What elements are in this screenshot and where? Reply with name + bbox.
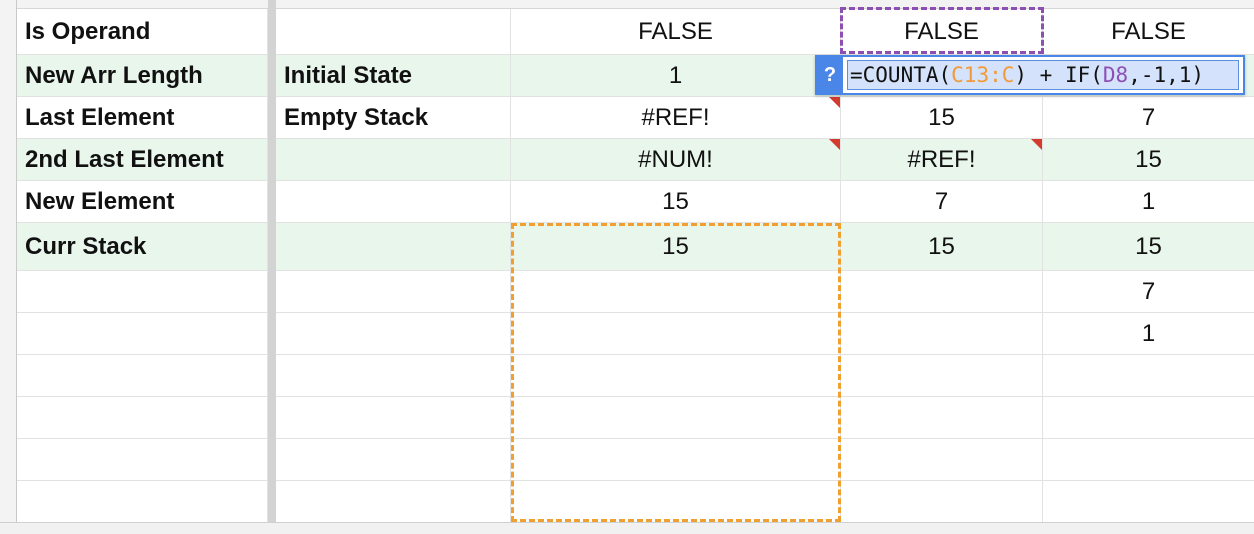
row-empty [17, 439, 1254, 481]
error-indicator[interactable] [1031, 139, 1042, 150]
error-indicator[interactable] [829, 97, 840, 108]
cell-c-row7[interactable] [511, 271, 841, 312]
cell-d-row8[interactable] [841, 313, 1043, 354]
cell-d-2nd-last-element[interactable]: #REF! [841, 139, 1043, 180]
row-2nd-last-element: 2nd Last Element #NUM! #REF! 15 [17, 139, 1254, 181]
in-cell-formula-editor[interactable]: ? =COUNTA(C13:C) + IF(D8,-1,1) [815, 55, 1245, 95]
cell-b-new-arr-length[interactable]: Initial State [276, 55, 511, 96]
cell-d-last-element[interactable]: 15 [841, 97, 1043, 138]
cell-b-2nd-last-element[interactable] [276, 139, 511, 180]
empty-cell[interactable] [841, 481, 1043, 522]
cell-b-last-element[interactable]: Empty Stack [276, 97, 511, 138]
cell-c-new-element[interactable]: 15 [511, 181, 841, 222]
formula-prefix: =COUNTA( [850, 63, 952, 87]
cell-d-2nd-last-element-value: #REF! [907, 145, 976, 173]
cell-b-is-operand[interactable] [276, 9, 511, 54]
empty-cell[interactable] [276, 397, 511, 438]
horizontal-scrollbar[interactable] [0, 522, 1254, 534]
empty-cell[interactable] [1043, 355, 1254, 396]
cell-label-new-arr-length[interactable]: New Arr Length [17, 55, 268, 96]
row-stack-7: 7 [17, 271, 1254, 313]
empty-cell[interactable] [17, 439, 268, 480]
empty-cell[interactable] [17, 397, 268, 438]
cell-c-last-element-value: #REF! [641, 103, 710, 131]
formula-input[interactable]: =COUNTA(C13:C) + IF(D8,-1,1) [847, 60, 1239, 90]
empty-cell[interactable] [1043, 439, 1254, 480]
cell-e-last-element[interactable]: 7 [1141, 103, 1156, 131]
cell-a-row8[interactable] [17, 313, 268, 354]
empty-cell[interactable] [511, 397, 841, 438]
cell-b-new-element[interactable] [276, 181, 511, 222]
empty-cell[interactable] [17, 355, 268, 396]
cell-e-row7[interactable]: 7 [1141, 277, 1156, 305]
cell-d-is-operand[interactable]: FALSE [841, 9, 1043, 54]
cell-c-row8[interactable] [511, 313, 841, 354]
cell-e-curr-stack[interactable]: 15 [1135, 232, 1162, 260]
cell-a-row7[interactable] [17, 271, 268, 312]
cell-d-row7[interactable] [841, 271, 1043, 312]
empty-cell[interactable] [276, 355, 511, 396]
empty-cell[interactable] [1043, 397, 1254, 438]
cell-c-last-element[interactable]: #REF! [511, 97, 841, 138]
formula-ref-c13: C13:C [951, 63, 1015, 87]
empty-cell[interactable] [511, 355, 841, 396]
cell-c-new-arr-length[interactable]: 1 [511, 55, 841, 96]
cell-label-2nd-last-element[interactable]: 2nd Last Element [17, 139, 268, 180]
error-indicator[interactable] [829, 139, 840, 150]
cell-label-is-operand[interactable]: Is Operand [17, 9, 268, 54]
row-empty [17, 481, 1254, 522]
empty-cell[interactable] [511, 481, 841, 522]
empty-cell[interactable] [511, 439, 841, 480]
empty-cell[interactable] [841, 355, 1043, 396]
row-new-element: New Element 15 7 1 [17, 181, 1254, 223]
cell-label-new-element[interactable]: New Element [17, 181, 268, 222]
empty-cell[interactable] [17, 481, 268, 522]
cell-c-2nd-last-element[interactable]: #NUM! [511, 139, 841, 180]
frozen-column-divider[interactable] [268, 0, 276, 522]
formula-help-icon[interactable]: ? [817, 57, 843, 93]
cell-e-2nd-last-element[interactable]: 15 [1135, 145, 1162, 173]
row-empty [17, 355, 1254, 397]
row-curr-stack: Curr Stack 15 15 15 [17, 223, 1254, 271]
row-is-operand: Is Operand FALSE FALSE FALSE [17, 9, 1254, 55]
cell-label-last-element[interactable]: Last Element [17, 97, 268, 138]
cell-b-row8[interactable] [276, 313, 511, 354]
formula-middle: ) + IF( [1014, 63, 1103, 87]
column-header-strip[interactable] [0, 0, 1254, 9]
cell-b-row7[interactable] [276, 271, 511, 312]
cell-label-curr-stack[interactable]: Curr Stack [17, 223, 268, 270]
row-header-strip[interactable] [0, 0, 17, 522]
cell-d-new-element[interactable]: 7 [841, 181, 1043, 222]
empty-cell[interactable] [276, 481, 511, 522]
empty-cell[interactable] [276, 439, 511, 480]
row-last-element: Last Element Empty Stack #REF! 15 7 [17, 97, 1254, 139]
empty-cell[interactable] [1043, 481, 1254, 522]
cell-d-curr-stack[interactable]: 15 [841, 223, 1043, 270]
cell-c-is-operand[interactable]: FALSE [511, 9, 841, 54]
cell-e-row8[interactable]: 1 [1141, 319, 1156, 347]
cell-c-2nd-last-element-value: #NUM! [638, 145, 713, 173]
empty-cell[interactable] [841, 397, 1043, 438]
spreadsheet-grid: Is Operand FALSE FALSE FALSE New Arr Len… [0, 0, 1254, 522]
cell-e-new-element[interactable]: 1 [1141, 187, 1156, 215]
cell-e-is-operand[interactable]: FALSE [1111, 17, 1186, 45]
row-empty [17, 397, 1254, 439]
empty-cell[interactable] [841, 439, 1043, 480]
row-stack-8: 1 [17, 313, 1254, 355]
cell-c-curr-stack[interactable]: 15 [511, 223, 841, 270]
cell-b-curr-stack[interactable] [276, 223, 511, 270]
formula-suffix: ,-1,1) [1128, 63, 1205, 87]
formula-ref-d8: D8 [1102, 63, 1129, 87]
